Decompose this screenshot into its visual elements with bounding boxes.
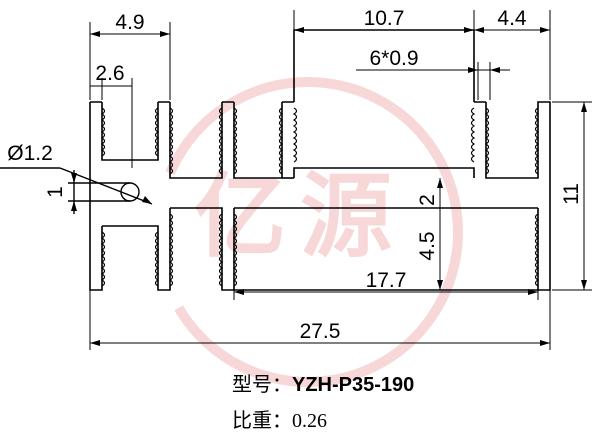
density-caption: 比重：0.26 bbox=[232, 404, 327, 433]
upper-core bbox=[169, 102, 223, 179]
dim-top-width: 4.9 bbox=[115, 11, 144, 34]
dim-right-rib: 4.4 bbox=[497, 7, 527, 30]
fin-serration-13 bbox=[218, 213, 224, 287]
dim-bore-offset: 1 bbox=[44, 186, 67, 198]
fin-serration-15 bbox=[534, 213, 540, 287]
fin-serration-3 bbox=[218, 107, 224, 175]
fin-serrations bbox=[100, 107, 540, 287]
fin-serration-8 bbox=[484, 107, 490, 175]
right-rib-upper bbox=[485, 101, 551, 291]
dim-lower-height: 4.5 bbox=[416, 231, 439, 260]
fin-serration-7 bbox=[470, 107, 476, 163]
dim-gap: 2 bbox=[416, 194, 439, 206]
model-value: YZH-P35-190 bbox=[292, 374, 415, 396]
watermark-text: 亿源 bbox=[194, 163, 406, 270]
left-lower-slot bbox=[102, 208, 171, 291]
dim-right-channel: 10.7 bbox=[364, 7, 405, 30]
fin-serration-14 bbox=[232, 213, 238, 287]
dimension-lines bbox=[89, 10, 592, 350]
fin-serration-9 bbox=[534, 107, 540, 175]
fin-serration-10 bbox=[100, 231, 106, 287]
dim-total-width: 27.5 bbox=[300, 320, 341, 343]
left-outer-wall bbox=[89, 102, 103, 291]
upper-right bbox=[293, 167, 475, 178]
model-caption: 型号：YZH-P35-190 bbox=[232, 368, 414, 397]
dim-lower-width: 17.7 bbox=[366, 269, 407, 292]
fin-serration-4 bbox=[232, 107, 238, 175]
heatsink-profile bbox=[89, 29, 551, 291]
fin-serration-12 bbox=[168, 213, 174, 287]
upper-mid bbox=[233, 102, 283, 179]
arrowheads bbox=[71, 27, 587, 346]
fin-serration-11 bbox=[154, 231, 160, 287]
model-label: 型号： bbox=[232, 372, 292, 396]
density-label: 比重： bbox=[232, 408, 292, 432]
fin-serration-1 bbox=[154, 107, 160, 157]
density-value: 0.26 bbox=[292, 410, 327, 432]
fin-serration-0 bbox=[100, 107, 106, 157]
dim-total-height: 11 bbox=[560, 183, 583, 205]
fin-serration-5 bbox=[278, 107, 284, 175]
fin-serration-6 bbox=[292, 107, 298, 163]
dim-top-slot: 2.6 bbox=[95, 62, 124, 85]
fin-serration-2 bbox=[168, 107, 174, 175]
dim-bore-diameter: Ø1.2 bbox=[7, 142, 53, 165]
dim-fins: 6*0.9 bbox=[369, 47, 418, 70]
left-upper-slot bbox=[101, 102, 159, 161]
